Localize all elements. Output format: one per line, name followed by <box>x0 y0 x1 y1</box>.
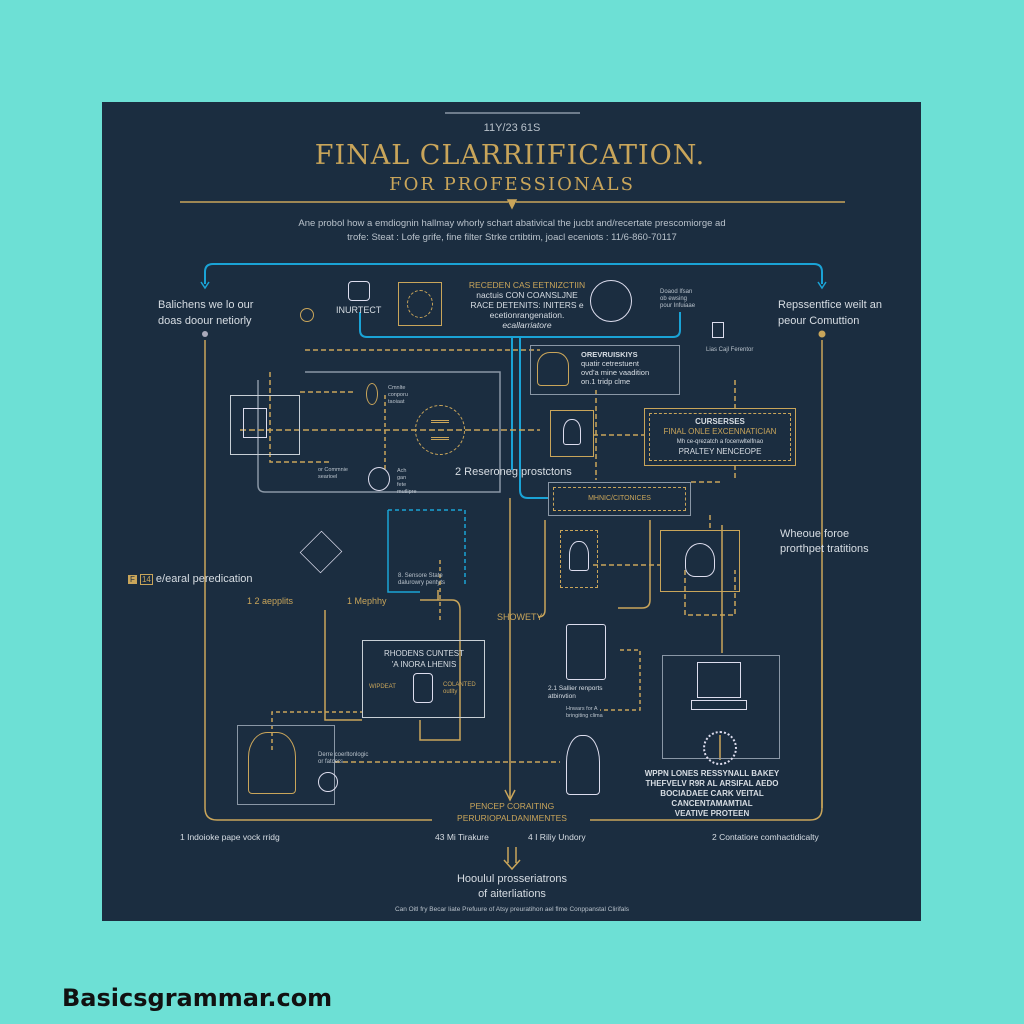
checklist-cycle-icon <box>415 405 465 455</box>
coat-box <box>237 725 335 805</box>
face-icon <box>407 290 433 318</box>
portrait-frame <box>398 282 442 326</box>
description-line-1: Ane probol how a emdiognin hallmay whorl… <box>298 218 726 229</box>
rhodens-side-left: WIPDEAT <box>369 684 396 690</box>
person-label: Lias Cajl Ferentor <box>706 347 754 353</box>
reseroneg-label: 2 Reseroneg prostctons <box>455 466 572 478</box>
bottom-label-3: 4 I Riliy Undory <box>528 832 586 842</box>
person-node <box>550 410 594 457</box>
page-subtitle: FOR PROFESSIONALS <box>389 174 635 195</box>
server-icon <box>566 624 606 680</box>
bottom-label-4: 2 Contatiore comhactidicalty <box>712 832 819 842</box>
lens-icon <box>366 383 378 405</box>
emblem-icon <box>318 772 338 792</box>
mug-icon <box>413 673 433 703</box>
worker-icon <box>569 541 589 571</box>
mhnic-box: MHNIC/CITONICES <box>548 482 691 516</box>
description-line-2: trofe: Steat : Lofe grife, fine filter S… <box>347 232 677 243</box>
bottom-label-1: 1 Indoioke pape vock rridg <box>180 832 280 842</box>
aepplits-label: 1 2 aepplits <box>247 596 294 606</box>
footnote: Can Oitl fry Becar Iiate Prefuure of Ats… <box>394 906 630 913</box>
graduate-icon <box>537 352 569 386</box>
page-title: FINAL CLARRIIFICATION. <box>314 140 706 171</box>
rhodens-title: RHODENS CUNTEST'A INORA LHENIS <box>383 649 465 669</box>
showety-label: SHOWETY <box>497 612 543 622</box>
worker-node <box>560 530 598 588</box>
infographic-panel <box>102 102 921 921</box>
team-node <box>660 530 740 592</box>
site-watermark: Basicsgrammar.com <box>62 984 333 1012</box>
lightbulb-icon <box>300 308 314 322</box>
professional-icon <box>566 735 600 795</box>
document-icon <box>243 408 267 438</box>
team-icon <box>685 543 715 577</box>
bottom-label-2: 43 Mi Tirakure <box>435 832 489 842</box>
inurtect-label: INURTECT <box>336 305 382 315</box>
team-globe-icon <box>590 280 632 322</box>
gear-icon <box>703 731 737 765</box>
rhodens-box: RHODENS CUNTEST'A INORA LHENIS WIPDEAT C… <box>362 640 485 718</box>
person-document-icon <box>712 322 724 338</box>
person-icon <box>563 419 581 445</box>
certificate-icon <box>348 281 370 301</box>
mephhy-label: 1 Mephhy <box>347 596 387 606</box>
document-transfer-box <box>230 395 300 455</box>
coat-icon <box>248 732 296 794</box>
laptop-icon <box>697 662 741 698</box>
header-kicker: 11Y/23 61S <box>483 122 541 134</box>
globe-shield-icon <box>368 467 390 491</box>
left-mid-label: F 14 e/earal peredication <box>128 573 253 585</box>
